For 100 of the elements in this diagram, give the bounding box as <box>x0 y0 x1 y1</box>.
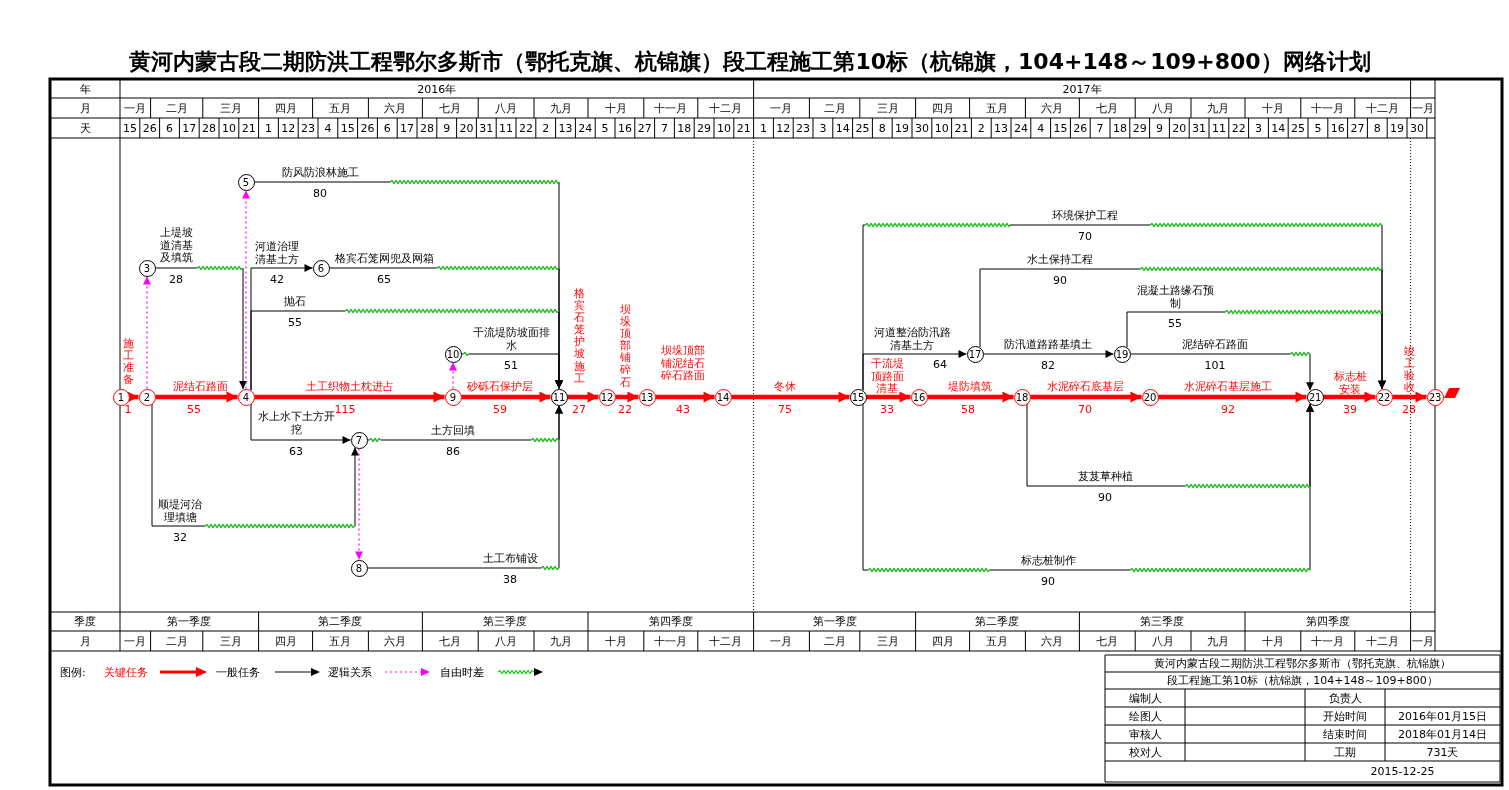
event-circle: 7 <box>350 431 368 449</box>
day-label: 5 <box>1314 121 1322 135</box>
day-label: 12 <box>281 121 296 135</box>
task-label: 顺堤河治理填塘 <box>157 499 203 525</box>
year-label: 2016年 <box>417 81 457 97</box>
month-label: 七月 <box>1096 100 1119 116</box>
arrow <box>862 350 967 391</box>
month-label: 四月 <box>931 633 954 649</box>
month-label: 五月 <box>986 633 1009 649</box>
day-label: 15 <box>122 121 137 135</box>
critical-arrow <box>615 391 639 403</box>
day-label: 26 <box>360 121 375 135</box>
event-circle: 21 <box>1306 388 1324 406</box>
day-label: 3 <box>1255 121 1262 135</box>
event-circle: 23 <box>1426 388 1444 406</box>
day-label: 6 <box>383 121 391 135</box>
day-label: 27 <box>637 121 652 135</box>
duration-label: 63 <box>289 445 303 458</box>
month-label: 十二月 <box>709 100 743 116</box>
month-label: 九月 <box>550 633 572 649</box>
day-label: 28 <box>419 121 434 135</box>
task-label: 水泥碎石基层施工 <box>1184 381 1272 394</box>
task-label: 水土保持工程 <box>1027 254 1093 267</box>
title-block-text: 开始时间 <box>1323 708 1367 724</box>
day-label: 13 <box>558 121 573 135</box>
duration-label: 1 <box>124 403 132 416</box>
month-label: 三月 <box>219 100 242 116</box>
event-circle: 18 <box>1013 388 1031 406</box>
quarter-label: 第四季度 <box>1305 614 1350 629</box>
critical-arrow <box>155 391 238 403</box>
month-label: 一月 <box>770 633 793 649</box>
day-label: 7 <box>661 121 668 135</box>
task-label: 水上水下土方开挖 <box>256 411 335 437</box>
duration-label: 58 <box>961 403 975 416</box>
title-block-text: 段工程施工第10标（杭锦旗，104+148～109+800） <box>1167 673 1438 688</box>
task-label: 格宾石笼护坡施工 <box>573 288 585 385</box>
month-label: 六月 <box>1041 100 1064 116</box>
duration-label: 90 <box>1041 575 1055 588</box>
duration-label: 70 <box>1078 230 1092 243</box>
event-circle: 10 <box>444 345 462 363</box>
day-label: 8 <box>1373 121 1381 135</box>
duration-label: 82 <box>1041 359 1055 372</box>
duration-label: 101 <box>1204 359 1226 372</box>
critical-arrow <box>1030 391 1142 403</box>
month-label: 十一月 <box>654 633 688 649</box>
day-label: 24 <box>578 121 593 135</box>
task-label: 上堤坡道清基及填筑 <box>158 227 194 265</box>
day-label: 10 <box>716 121 731 135</box>
title-block-text: 结束时间 <box>1323 726 1367 742</box>
day-label: 1 <box>265 121 272 135</box>
event-circle: 3 <box>138 259 156 277</box>
day-label: 6 <box>166 121 173 135</box>
day-label: 20 <box>459 121 474 135</box>
day-label: 24 <box>1013 121 1028 135</box>
title-block-text: 审核人 <box>1128 726 1162 742</box>
event-circle: 6 <box>312 259 330 277</box>
month-label: 七月 <box>439 100 462 116</box>
legend-label: 关键任务 <box>104 664 148 680</box>
task-label: 冬休 <box>774 381 796 394</box>
dotted-arrow <box>355 447 363 561</box>
day-label: 22 <box>1231 121 1246 135</box>
day-label: 29 <box>697 121 712 135</box>
day-label: 4 <box>324 121 332 135</box>
row-heading: 月 <box>79 100 91 116</box>
day-label: 18 <box>1112 121 1127 135</box>
task-label: 土方回填 <box>431 425 475 438</box>
day-label: 30 <box>1409 121 1424 135</box>
event-circle: 16 <box>910 388 928 406</box>
title-block-text: 2018年01月14日 <box>1398 726 1487 742</box>
month-label: 十月 <box>604 100 627 116</box>
month-label: 十月 <box>604 633 627 649</box>
row-heading: 季度 <box>74 614 96 629</box>
task-label: 竣工验收 <box>1403 346 1415 395</box>
month-label: 七月 <box>1096 633 1119 649</box>
event-circle: 14 <box>714 388 732 406</box>
event-circle: 19 <box>1113 345 1131 363</box>
duration-label: 28 <box>1402 403 1416 416</box>
day-label: 10 <box>934 121 949 135</box>
day-label: 4 <box>1037 121 1045 135</box>
quarter-label: 第三季度 <box>483 614 528 629</box>
month-label: 八月 <box>495 100 518 116</box>
duration-label: 115 <box>334 403 356 416</box>
event-circle: 17 <box>966 345 984 363</box>
day-label: 17 <box>400 121 415 135</box>
event-circle: 12 <box>598 388 616 406</box>
day-label: 12 <box>776 121 791 135</box>
task-label: 河道治理清基土方 <box>254 241 300 267</box>
month-label: 十二月 <box>1366 633 1400 649</box>
event-circle: 13 <box>638 388 656 406</box>
duration-label: 70 <box>1078 403 1092 416</box>
arrow <box>461 352 563 389</box>
duration-label: 80 <box>313 187 327 200</box>
day-label: 23 <box>301 121 316 135</box>
day-label: 21 <box>954 121 969 135</box>
task-label: 泥结石路面 <box>172 381 228 394</box>
month-label: 三月 <box>219 633 242 649</box>
day-label: 19 <box>895 121 910 135</box>
duration-label: 86 <box>446 445 460 458</box>
duration-label: 42 <box>270 273 284 286</box>
task-label: 砂砾石保护层 <box>467 381 533 394</box>
